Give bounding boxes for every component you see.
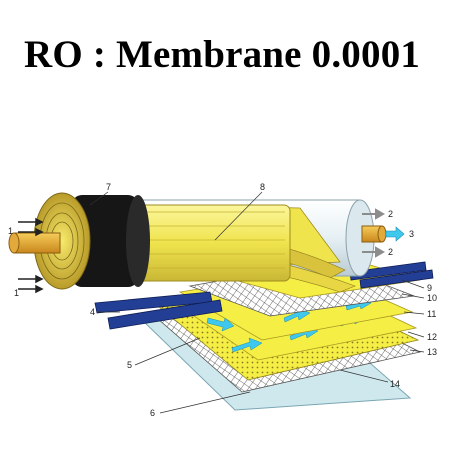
page-title: RO : Membrane 0.0001: [24, 33, 421, 76]
callout-14: 14: [390, 379, 400, 389]
outlet-arrow-icon: [362, 208, 386, 258]
callout-7: 7: [106, 182, 111, 192]
callout-8: 8: [260, 182, 265, 192]
callout-13: 13: [427, 347, 437, 357]
feed-tubes: [94, 261, 434, 330]
callout-3: 3: [409, 229, 414, 239]
callout-4: 4: [90, 307, 95, 317]
callout-10: 10: [427, 293, 437, 303]
permeate-tube-left: [8, 232, 61, 254]
callout-2a: 2: [388, 209, 393, 219]
callout-6: 6: [150, 408, 155, 418]
callout-1b: 1: [14, 288, 19, 298]
feed-arrow-icon: [18, 217, 44, 294]
outer-wrap-band: [72, 195, 150, 287]
callout-5: 5: [127, 360, 132, 370]
callout-labels: 1 1 2 2 3 4 5 6 7 8 9 10 11 12 13 14: [8, 182, 437, 418]
callout-2b: 2: [388, 247, 393, 257]
callout-leaders: [89, 191, 425, 414]
permeate-arrow-icon: [385, 226, 405, 242]
callout-12: 12: [427, 332, 437, 342]
permeate-tube-right: [361, 225, 387, 243]
callout-9: 9: [427, 283, 432, 293]
callout-11: 11: [427, 309, 436, 319]
callout-1a: 1: [8, 226, 13, 236]
